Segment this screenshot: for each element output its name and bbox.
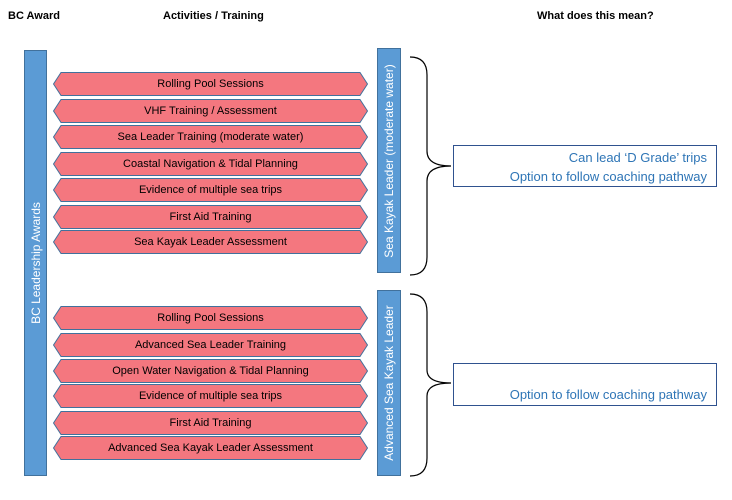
activity-label: Rolling Pool Sessions bbox=[157, 78, 264, 90]
activity-label: Coastal Navigation & Tidal Planning bbox=[123, 158, 298, 170]
activity-chevron-shape bbox=[53, 205, 368, 229]
activity-chevron-shape bbox=[53, 359, 368, 383]
activity-chevron-shape bbox=[53, 72, 368, 96]
meaning-line: Can lead ‘D Grade’ trips bbox=[568, 150, 707, 165]
activity-chevron-shape bbox=[53, 333, 368, 357]
activity-item: Advanced Sea Leader Training bbox=[53, 333, 368, 357]
activity-chevron-shape bbox=[53, 125, 368, 149]
advanced-sea-kayak-leader-bar: Advanced Sea Kayak Leader bbox=[377, 290, 401, 476]
activity-item: Rolling Pool Sessions bbox=[53, 72, 368, 96]
activity-item: Open Water Navigation & Tidal Planning bbox=[53, 359, 368, 383]
activity-label: VHF Training / Assessment bbox=[144, 105, 277, 117]
activity-label: Open Water Navigation & Tidal Planning bbox=[112, 365, 309, 377]
activity-label: Sea Kayak Leader Assessment bbox=[134, 236, 287, 248]
activity-item: Advanced Sea Kayak Leader Assessment bbox=[53, 436, 368, 460]
sea-kayak-leader-label: Sea Kayak Leader (moderate water) bbox=[382, 63, 396, 258]
activity-label: Sea Leader Training (moderate water) bbox=[117, 131, 304, 143]
meaning-line bbox=[458, 366, 707, 385]
activity-chevron-shape bbox=[53, 178, 368, 202]
header-bc-award: BC Award bbox=[8, 10, 60, 22]
activity-item: Evidence of multiple sea trips bbox=[53, 384, 368, 408]
header-meaning: What does this mean? bbox=[537, 10, 654, 22]
activity-label: Evidence of multiple sea trips bbox=[138, 390, 283, 402]
activity-label: Rolling Pool Sessions bbox=[157, 312, 264, 324]
right-brace-group1 bbox=[409, 56, 452, 276]
activity-item: Evidence of multiple sea trips bbox=[53, 178, 368, 202]
activity-item: VHF Training / Assessment bbox=[53, 99, 368, 123]
activity-chevron-shape bbox=[53, 384, 368, 408]
activity-chevron-shape bbox=[53, 436, 368, 460]
activity-chevron-shape bbox=[53, 152, 368, 176]
activity-item: Coastal Navigation & Tidal Planning bbox=[53, 152, 368, 176]
activity-chevron-shape bbox=[53, 230, 368, 254]
activity-chevron-shape bbox=[53, 306, 368, 330]
bc-leadership-awards-label: BC Leadership Awards bbox=[28, 202, 43, 324]
right-brace-group2 bbox=[409, 293, 452, 477]
activity-label: Evidence of multiple sea trips bbox=[138, 184, 283, 196]
meaning-box-group2: Option to follow coaching pathway bbox=[453, 363, 717, 406]
activity-label: Advanced Sea Kayak Leader Assessment bbox=[108, 442, 313, 454]
activity-item: Rolling Pool Sessions bbox=[53, 306, 368, 330]
header-activities: Activities / Training bbox=[163, 10, 264, 22]
sea-kayak-leader-bar: Sea Kayak Leader (moderate water) bbox=[377, 48, 401, 273]
activity-label: First Aid Training bbox=[169, 211, 252, 223]
activity-chevron-shape bbox=[53, 99, 368, 123]
advanced-sea-kayak-leader-label: Advanced Sea Kayak Leader bbox=[382, 305, 396, 461]
meaning-line: Option to follow coaching pathway bbox=[509, 387, 707, 402]
meaning-line: Option to follow coaching pathway bbox=[509, 169, 707, 184]
bc-leadership-awards-bar: BC Leadership Awards bbox=[24, 50, 47, 476]
activity-item: Sea Leader Training (moderate water) bbox=[53, 125, 368, 149]
activity-item: Sea Kayak Leader Assessment bbox=[53, 230, 368, 254]
activity-label: First Aid Training bbox=[169, 417, 252, 429]
activity-item: First Aid Training bbox=[53, 411, 368, 435]
activity-item: First Aid Training bbox=[53, 205, 368, 229]
meaning-box-group1: Can lead ‘D Grade’ trips Option to follo… bbox=[453, 145, 717, 187]
activity-chevron-shape bbox=[53, 411, 368, 435]
activity-label: Advanced Sea Leader Training bbox=[134, 339, 287, 351]
